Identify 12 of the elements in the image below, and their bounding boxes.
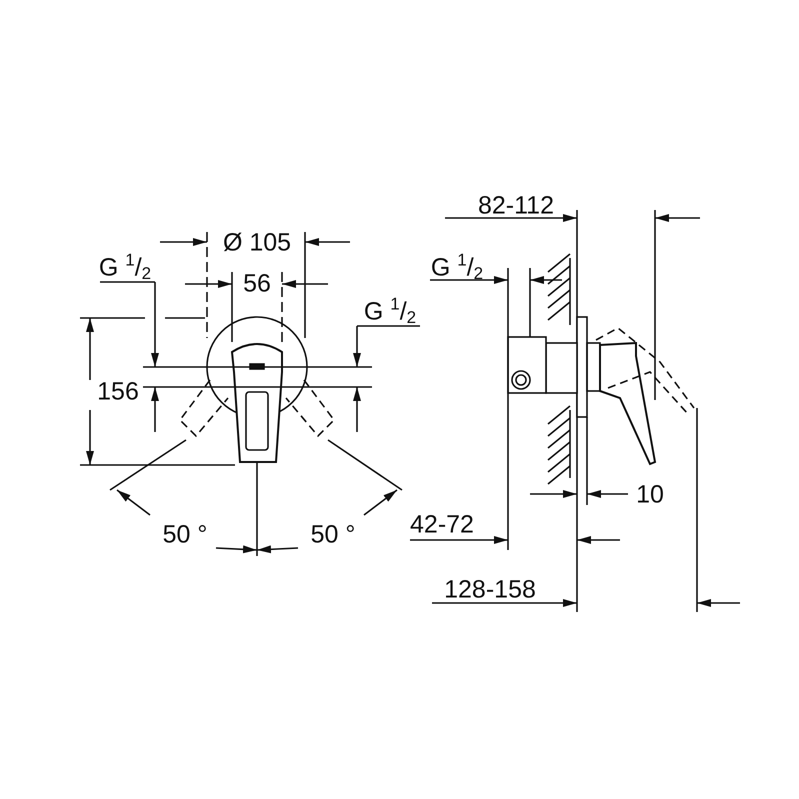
dimension-label: 82-112	[478, 194, 554, 218]
dimension-label: 42-72	[410, 512, 474, 538]
dimension-label: 56	[243, 272, 271, 296]
dimension-label: 10	[636, 482, 664, 508]
dimension-label: 50 °	[310, 522, 356, 548]
dimension-label: 156	[97, 380, 139, 404]
dimension-label: G $^{1}$/$_{2}$	[364, 300, 416, 324]
dimension-label: Ø 105	[222, 230, 292, 256]
dimension-label: G $^{1}$/$_{2}$	[430, 256, 484, 280]
dimension-label: 50 °	[162, 522, 208, 548]
dimension-label: 128-158	[444, 578, 536, 602]
dimension-label: G $^{1}$/$_{2}$	[98, 256, 152, 280]
